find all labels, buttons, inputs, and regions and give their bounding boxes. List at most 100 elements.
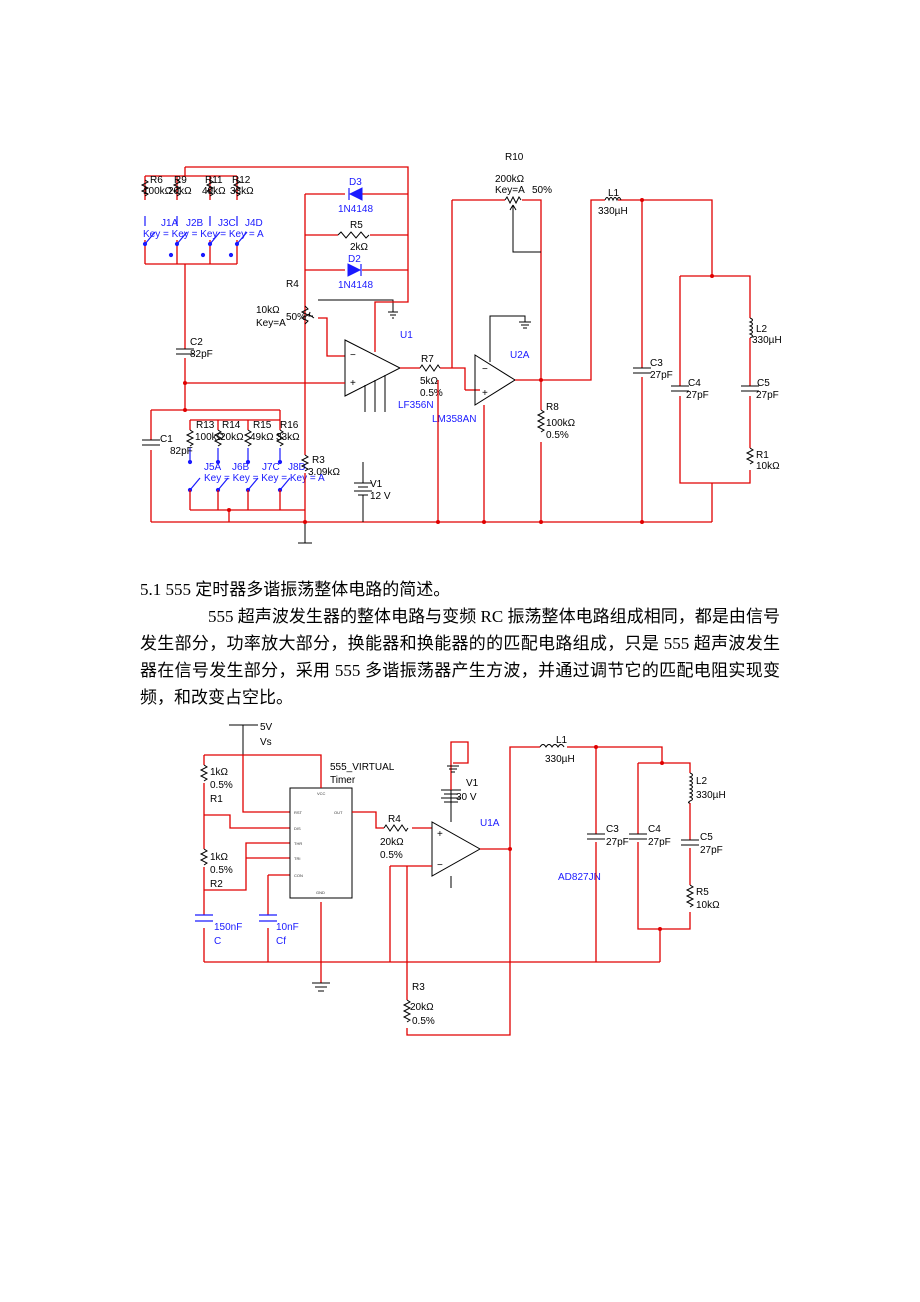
label-c: C	[214, 936, 221, 947]
lower-resistor-bank: C1 82pF R13 100kΩ R14 20kΩ R15 49kΩ R16 …	[142, 383, 325, 522]
value-r2: 1kΩ	[210, 852, 229, 863]
timer-555: 555_VIRTUAL Timer VCC RST DIS THR TRI CO…	[289, 762, 395, 899]
capacitor-c	[195, 914, 213, 922]
label-key-row-lower: Key = Key = Key = Key = A	[204, 473, 325, 484]
value-v1: 30 V	[456, 792, 477, 803]
battery-v1	[354, 462, 372, 522]
label-r16: R16	[280, 420, 299, 431]
ground-symbol-main	[298, 522, 312, 544]
capacitor-c4	[671, 385, 689, 392]
timing-network: 1kΩ 0.5% R1 1kΩ 0.5% R2 150nF C 10nF Cf	[195, 755, 660, 992]
value-l1: 330µH	[545, 754, 575, 765]
value-c4: 27pF	[686, 390, 709, 401]
value-r4: 10kΩ	[256, 305, 280, 316]
opamp-u1a-plus: +	[437, 829, 443, 840]
section-body: 555 超声波发生器的整体电路与变频 RC 振荡整体电路组成相同，都是由信号发生…	[140, 607, 780, 707]
pin-thr: THR	[294, 841, 302, 846]
label-v1: V1	[370, 479, 383, 490]
inductor-l1	[604, 197, 622, 202]
label-d2: D2	[348, 254, 361, 265]
value-r8: 100kΩ	[546, 418, 576, 429]
label-vs: 5V	[260, 722, 273, 733]
resistor-r6	[140, 179, 150, 197]
value-d2: 1N4148	[338, 280, 373, 291]
label-u1: U1	[400, 330, 413, 341]
pin-vcc: VCC	[317, 791, 326, 796]
key-r10: Key=A	[495, 185, 525, 196]
label-u2a: U2A	[510, 350, 530, 361]
output-lc-network-2: L1 330µH C3 27pF C4 27pF L2 330µH C5 27p…	[508, 735, 726, 962]
opamp-u2a-minus: −	[482, 364, 488, 375]
inductor-l2	[688, 772, 693, 804]
value-l2: 330µH	[696, 790, 726, 801]
upper-resistor-bank: R6 100kΩ R9 20kΩ R11 49kΩ R12 33kΩ J1A J…	[140, 166, 409, 345]
capacitor-c1	[142, 439, 160, 446]
capacitor-c5	[681, 839, 699, 846]
resistor-r16	[275, 429, 285, 447]
label-j2b: J2B	[186, 218, 204, 229]
inductor-l2	[748, 317, 753, 339]
label-l1: L1	[556, 735, 568, 746]
switch-bank-j1-j4	[142, 216, 248, 258]
op-amp-u2a	[474, 354, 516, 406]
pin-out: OUT	[334, 810, 343, 815]
resistor-r4	[383, 824, 409, 832]
value-r6: 100kΩ	[143, 186, 173, 197]
tol-r8: 0.5%	[546, 430, 569, 441]
opamp-u1-plus: +	[350, 378, 356, 389]
supply-vs: 5V Vs	[204, 722, 322, 813]
opamp-u1-minus: −	[350, 350, 356, 361]
resistor-r8	[536, 409, 546, 433]
name-vs: Vs	[260, 737, 272, 748]
value-c: 150nF	[214, 922, 242, 933]
value-c5: 27pF	[756, 390, 779, 401]
resistor-r13	[185, 429, 195, 447]
resistor-r1	[745, 447, 755, 465]
label-r10: R10	[505, 152, 524, 163]
value-l2: 330µH	[752, 335, 782, 346]
label-cf: Cf	[276, 936, 286, 947]
label-j1a: J1A	[161, 218, 179, 229]
label-j4d: J4D	[245, 218, 263, 229]
label-l1: L1	[608, 188, 620, 199]
pin-dis: DIS	[294, 826, 301, 831]
value-v1: 12 V	[370, 491, 391, 502]
label-ad827jn: AD827JN	[558, 872, 601, 883]
resistor-r14	[213, 429, 223, 447]
label-c4: C4	[688, 378, 701, 389]
value-cf: 10nF	[276, 922, 299, 933]
label-r4: R4	[388, 814, 401, 825]
capacitor-c2-branch: C2 82pF	[176, 337, 345, 384]
label-r7: R7	[421, 354, 434, 365]
value-r7: 5kΩ	[420, 376, 439, 387]
label-v1: V1	[466, 778, 479, 789]
value-r9: 20kΩ	[168, 186, 192, 197]
resistor-r12	[232, 179, 242, 197]
value-r3: 3.09kΩ	[308, 467, 340, 478]
label-c1: C1	[160, 434, 173, 445]
output-lc-network: L1 330µH C3 27pF L2 330µH C4 27pF C5 27p…	[598, 188, 782, 522]
op-amp-u2a-stage: − + R7 5kΩ 0.5% R10 200kΩ Key=A 50% U2A …	[400, 152, 713, 522]
label-r5: R5	[696, 887, 709, 898]
value-r16: 33kΩ	[276, 432, 300, 443]
capacitor-c3	[587, 833, 605, 840]
resistor-r15	[243, 429, 253, 447]
label-lf356n: LF356N	[398, 400, 434, 411]
label-r3: R3	[312, 455, 325, 466]
value-r14: 20kΩ	[220, 432, 244, 443]
label-r9: R9	[174, 175, 187, 186]
diode-d2	[347, 263, 362, 277]
pin-con: CON	[294, 873, 303, 878]
pct-r10: 50%	[532, 185, 552, 196]
label-l2: L2	[756, 324, 768, 335]
pct-r4: 50%	[286, 312, 306, 323]
capacitor-c3	[633, 367, 651, 374]
tol-r7: 0.5%	[420, 388, 443, 399]
label-r8: R8	[546, 402, 559, 413]
label-r1: R1	[210, 794, 223, 805]
potentiometer-r10	[504, 195, 522, 205]
label-r12: R12	[232, 175, 251, 186]
label-r13: R13	[196, 420, 215, 431]
value-c5: 27pF	[700, 845, 723, 856]
